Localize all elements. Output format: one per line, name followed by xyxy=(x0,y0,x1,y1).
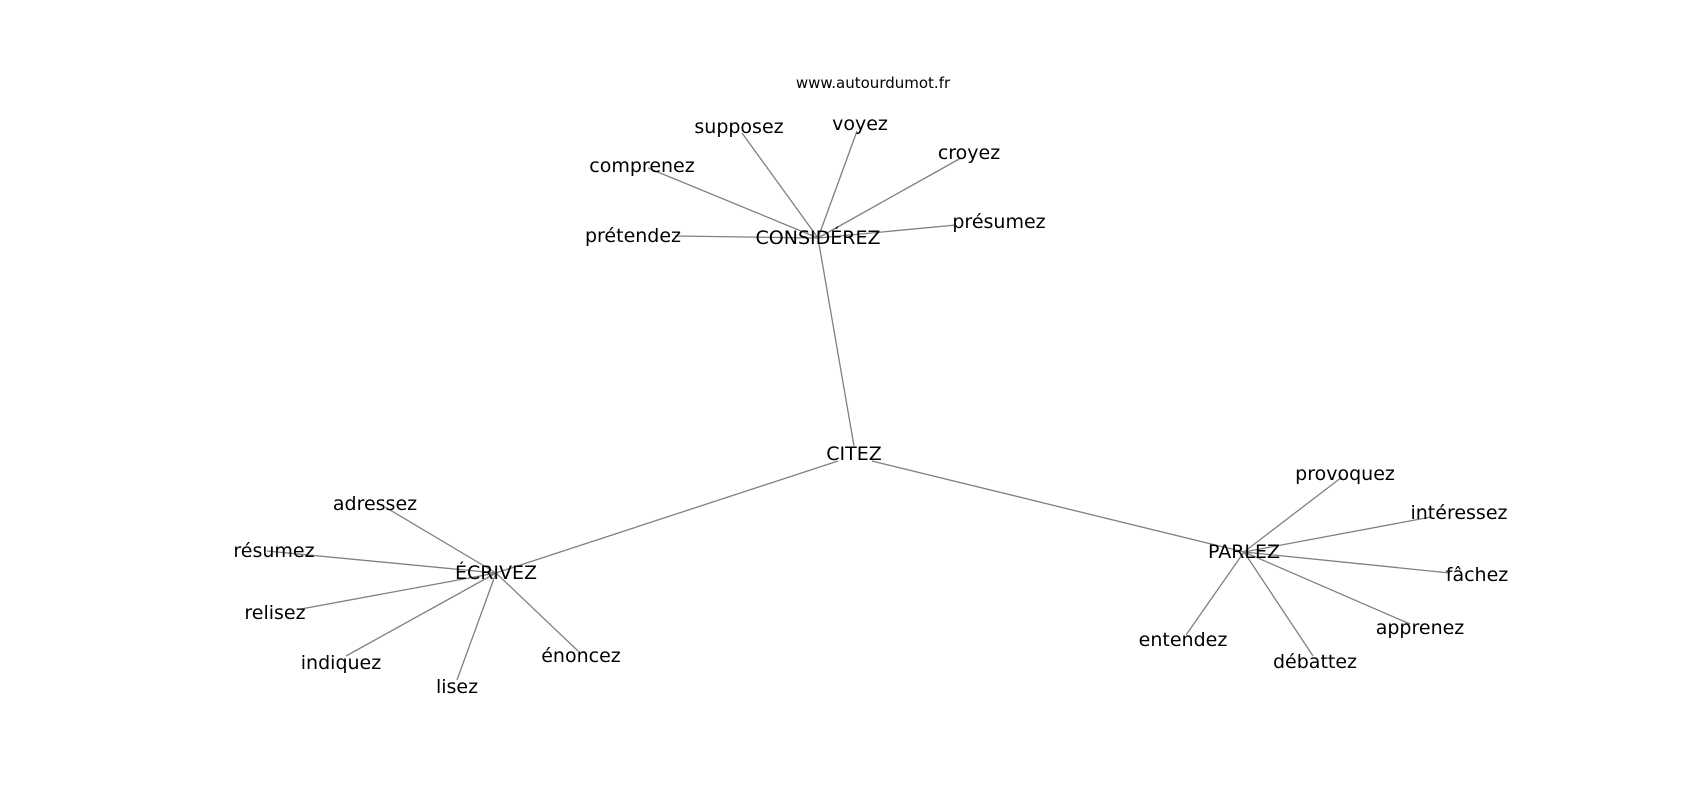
hub-node: PARLEZ xyxy=(1208,541,1280,563)
leaf-node: apprenez xyxy=(1376,617,1465,639)
site-url: www.autourdumot.fr xyxy=(796,74,951,92)
leaf-node: provoquez xyxy=(1295,463,1395,485)
leaf-node: résumez xyxy=(233,540,314,562)
edge-hub-to-leaf xyxy=(674,235,819,239)
edge-hub-to-leaf xyxy=(741,132,819,239)
edge-center-to-hub xyxy=(817,237,855,447)
leaf-node: fâchez xyxy=(1446,564,1509,586)
edge-hub-to-leaf xyxy=(817,157,962,239)
edge-hub-to-leaf xyxy=(817,224,957,239)
leaf-node: énoncez xyxy=(541,645,621,667)
leaf-node: croyez xyxy=(938,142,1000,164)
leaf-node: lisez xyxy=(436,676,478,698)
edge-hub-to-leaf xyxy=(1243,551,1411,625)
leaf-node: entendez xyxy=(1139,629,1228,651)
edge-hub-to-leaf xyxy=(456,572,497,681)
edge-hub-to-leaf xyxy=(345,572,497,657)
leaf-node: indiquez xyxy=(301,652,381,674)
leaf-node: débattez xyxy=(1273,651,1357,673)
hub-node: ÉCRIVEZ xyxy=(455,561,537,584)
edge-center-to-hub xyxy=(495,460,839,574)
leaf-node: supposez xyxy=(694,116,783,138)
edge-hub-to-leaf xyxy=(300,572,497,610)
edge-hub-to-leaf xyxy=(495,572,579,652)
edge-hub-to-leaf xyxy=(1243,476,1343,553)
edge-hub-to-leaf xyxy=(817,130,858,239)
edge-hub-to-leaf xyxy=(1185,551,1245,636)
leaf-node: présumez xyxy=(952,211,1045,233)
leaf-node: voyez xyxy=(832,113,888,135)
edge-hub-to-leaf xyxy=(1243,516,1432,553)
edge-hub-to-leaf xyxy=(384,506,497,574)
node-labels: CITEZ CONSIDÉREZ supposez voyez comprenez cro… xyxy=(233,113,1508,698)
hub-node: CONSIDÉREZ xyxy=(756,226,881,249)
edge-hub-to-leaf xyxy=(1243,551,1451,574)
edge-hub-to-leaf xyxy=(647,167,819,239)
leaf-node: prétendez xyxy=(585,225,681,247)
edge-center-to-hub xyxy=(871,460,1245,553)
edge-hub-to-leaf xyxy=(266,550,497,574)
leaf-node: intéressez xyxy=(1410,502,1507,524)
leaf-node: comprenez xyxy=(589,155,694,177)
edge-hub-to-leaf xyxy=(1243,551,1314,657)
center-node: CITEZ xyxy=(826,443,882,465)
edges xyxy=(266,130,1451,681)
leaf-node: relisez xyxy=(244,602,305,624)
leaf-node: adressez xyxy=(333,493,417,515)
